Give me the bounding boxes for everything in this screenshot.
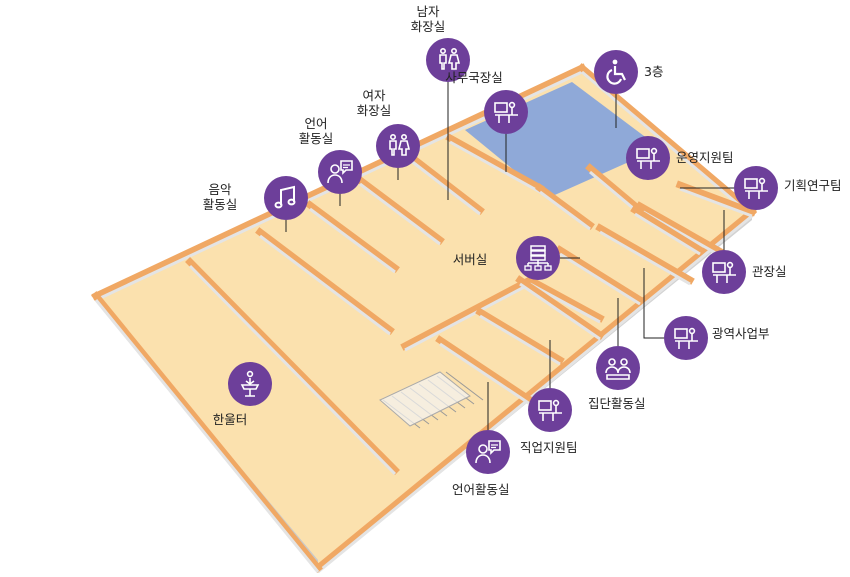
wall-shadow bbox=[679, 187, 753, 218]
room-pin-language-room-bottom[interactable] bbox=[466, 430, 510, 474]
room-label-language-room-bottom: 언어활동실 bbox=[452, 482, 510, 497]
stair-step bbox=[445, 371, 484, 401]
wall-segment bbox=[515, 275, 605, 340]
room-pin-men-restroom[interactable] bbox=[426, 38, 470, 82]
room-pin-hanulteo[interactable] bbox=[228, 362, 272, 406]
wall-shadow bbox=[529, 282, 601, 324]
wheelchair-icon bbox=[606, 59, 626, 85]
room-pin-group-activity[interactable] bbox=[596, 346, 640, 390]
room-label-planning-research: 기획연구팀 bbox=[784, 178, 842, 193]
wall-segment bbox=[595, 223, 695, 285]
room-label-women-restroom: 여자 화장실 bbox=[356, 88, 392, 118]
wall-shadow bbox=[404, 282, 531, 352]
room-label-hanulteo: 한울터 bbox=[212, 412, 248, 427]
speech-therapy-icon bbox=[475, 440, 501, 464]
wall-segment bbox=[355, 175, 445, 245]
wall-shadow bbox=[581, 70, 753, 218]
room-label-server-room: 서버실 bbox=[452, 252, 488, 267]
room-pin-planning-research[interactable] bbox=[734, 166, 778, 210]
room-label-operation-support: 운영지원팀 bbox=[676, 150, 734, 165]
wall-shadow bbox=[559, 252, 641, 306]
room-pin-server-room[interactable] bbox=[516, 236, 560, 280]
room-pin-job-support[interactable] bbox=[528, 388, 572, 432]
room-label-group-activity: 집단활동실 bbox=[588, 396, 646, 411]
wall-segment bbox=[305, 200, 400, 273]
office-desk-icon bbox=[636, 147, 660, 169]
wall-shadow bbox=[409, 158, 481, 216]
room-pin-women-restroom[interactable] bbox=[376, 124, 420, 168]
wall-segment bbox=[91, 291, 323, 573]
leader-line bbox=[643, 268, 664, 339]
office-desk-icon bbox=[744, 177, 768, 199]
restroom-icon bbox=[439, 47, 461, 70]
room-pin-director-room[interactable] bbox=[702, 250, 746, 294]
office-desk-icon bbox=[712, 261, 736, 283]
speech-therapy-icon bbox=[327, 160, 353, 184]
wall-segment bbox=[405, 151, 485, 215]
room-pin-floor3[interactable] bbox=[594, 50, 638, 94]
lectern-icon bbox=[240, 370, 260, 397]
wall-segment bbox=[535, 183, 595, 230]
server-network-icon bbox=[524, 245, 552, 271]
room-label-men-restroom: 남자 화장실 bbox=[410, 4, 446, 34]
room-pin-regional-business[interactable] bbox=[664, 316, 708, 360]
wall-shadow bbox=[599, 230, 691, 286]
wall-shadow bbox=[634, 212, 701, 256]
wall-shadow bbox=[309, 207, 396, 274]
room-pin-operation-support[interactable] bbox=[626, 136, 670, 180]
restroom-icon bbox=[389, 133, 411, 156]
wall-segment bbox=[185, 257, 400, 475]
room-label-director-office: 사무국장실 bbox=[445, 70, 503, 85]
wall-segment bbox=[525, 275, 605, 323]
room-label-music-room: 음악 활동실 bbox=[202, 182, 238, 212]
room-label-job-support: 직업지원팀 bbox=[520, 440, 578, 455]
wall-segment bbox=[475, 307, 565, 365]
room-label-floor3: 3층 bbox=[644, 64, 664, 79]
room-pin-music-room[interactable] bbox=[264, 176, 308, 220]
office-desk-icon bbox=[494, 101, 518, 123]
floor-area bbox=[96, 68, 752, 568]
wall-shadow bbox=[188, 264, 397, 476]
room-pin-director-office[interactable] bbox=[484, 90, 528, 134]
wall-shadow bbox=[449, 140, 541, 194]
wall-segment bbox=[445, 133, 545, 193]
room-label-director-room: 관장실 bbox=[752, 264, 787, 279]
room-label-regional-business: 광역사업부 bbox=[712, 326, 770, 341]
office-desk-icon bbox=[674, 327, 698, 349]
music-note-icon bbox=[274, 185, 296, 209]
wall-segment bbox=[675, 180, 757, 217]
wall-shadow bbox=[479, 314, 561, 366]
room-pin-language-room-top[interactable] bbox=[318, 150, 362, 194]
wall-shadow bbox=[539, 190, 591, 231]
staircase bbox=[379, 371, 471, 427]
office-desk-icon bbox=[538, 399, 562, 421]
wall-segment bbox=[255, 227, 395, 335]
wall-segment bbox=[630, 205, 705, 255]
wall-segment bbox=[585, 163, 645, 215]
wall-shadow bbox=[359, 182, 441, 246]
room-label-language-room-top: 언어 활동실 bbox=[298, 116, 334, 146]
wall-shadow bbox=[589, 170, 641, 216]
wall-segment bbox=[400, 275, 535, 351]
group-icon bbox=[605, 358, 631, 380]
wall-shadow bbox=[519, 282, 601, 341]
wall-shadow bbox=[259, 234, 391, 336]
wall-shadow bbox=[94, 299, 320, 573]
